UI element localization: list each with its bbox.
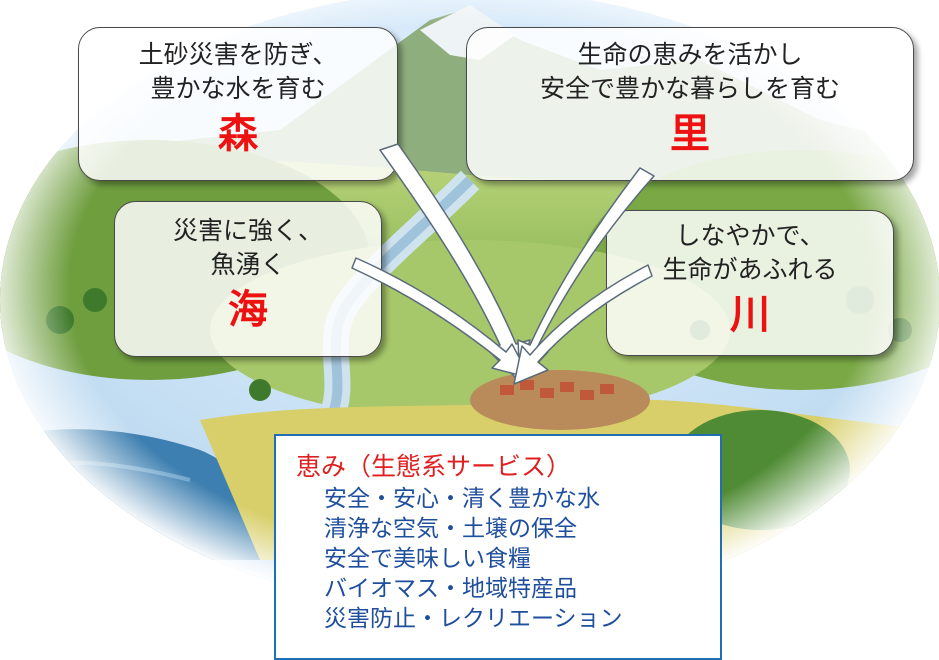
sea-kanji: 海 bbox=[228, 287, 268, 333]
forest-box: 土砂災害を防ぎ、 豊かな水を育む 森 bbox=[78, 27, 398, 181]
forest-kanji: 森 bbox=[218, 111, 258, 157]
benefit-item: 安全で美味しい食糧 bbox=[324, 546, 531, 572]
river-line1: しなやかで、 bbox=[675, 221, 825, 250]
village-box: 生命の恵みを活かし 安全で豊かな暮らしを育む 里 bbox=[466, 27, 914, 181]
river-box: しなやかで、 生命があふれる 川 bbox=[606, 210, 894, 356]
village-line2: 安全で豊かな暮らしを育む bbox=[539, 74, 840, 103]
village-line1: 生命の恵みを活かし bbox=[577, 40, 803, 69]
benefits-title: 恵み（生態系サービス） bbox=[296, 452, 572, 481]
benefit-item: 清浄な空気・土壌の保全 bbox=[324, 516, 577, 542]
river-kanji: 川 bbox=[730, 292, 770, 338]
benefits-box: 恵み（生態系サービス） 安全・安心・清く豊かな水 清浄な空気・土壌の保全 安全で… bbox=[274, 434, 722, 660]
benefit-item: 安全・安心・清く豊かな水 bbox=[324, 486, 600, 512]
sea-line1: 災害に強く、 bbox=[172, 216, 323, 245]
forest-line2: 豊かな水を育む bbox=[150, 74, 326, 103]
sea-line2: 魚湧く bbox=[210, 250, 286, 279]
village-kanji: 里 bbox=[670, 111, 710, 157]
sea-box: 災害に強く、 魚湧く 海 bbox=[114, 201, 382, 357]
arrow-from-forest bbox=[379, 143, 531, 381]
benefit-item: バイオマス・地域特産品 bbox=[324, 576, 577, 602]
river-line2: 生命があふれる bbox=[662, 255, 838, 284]
arrow-from-river bbox=[513, 264, 653, 385]
benefit-item: 災害防止・レクリエーション bbox=[324, 606, 623, 632]
forest-line1: 土砂災害を防ぎ、 bbox=[138, 40, 338, 69]
